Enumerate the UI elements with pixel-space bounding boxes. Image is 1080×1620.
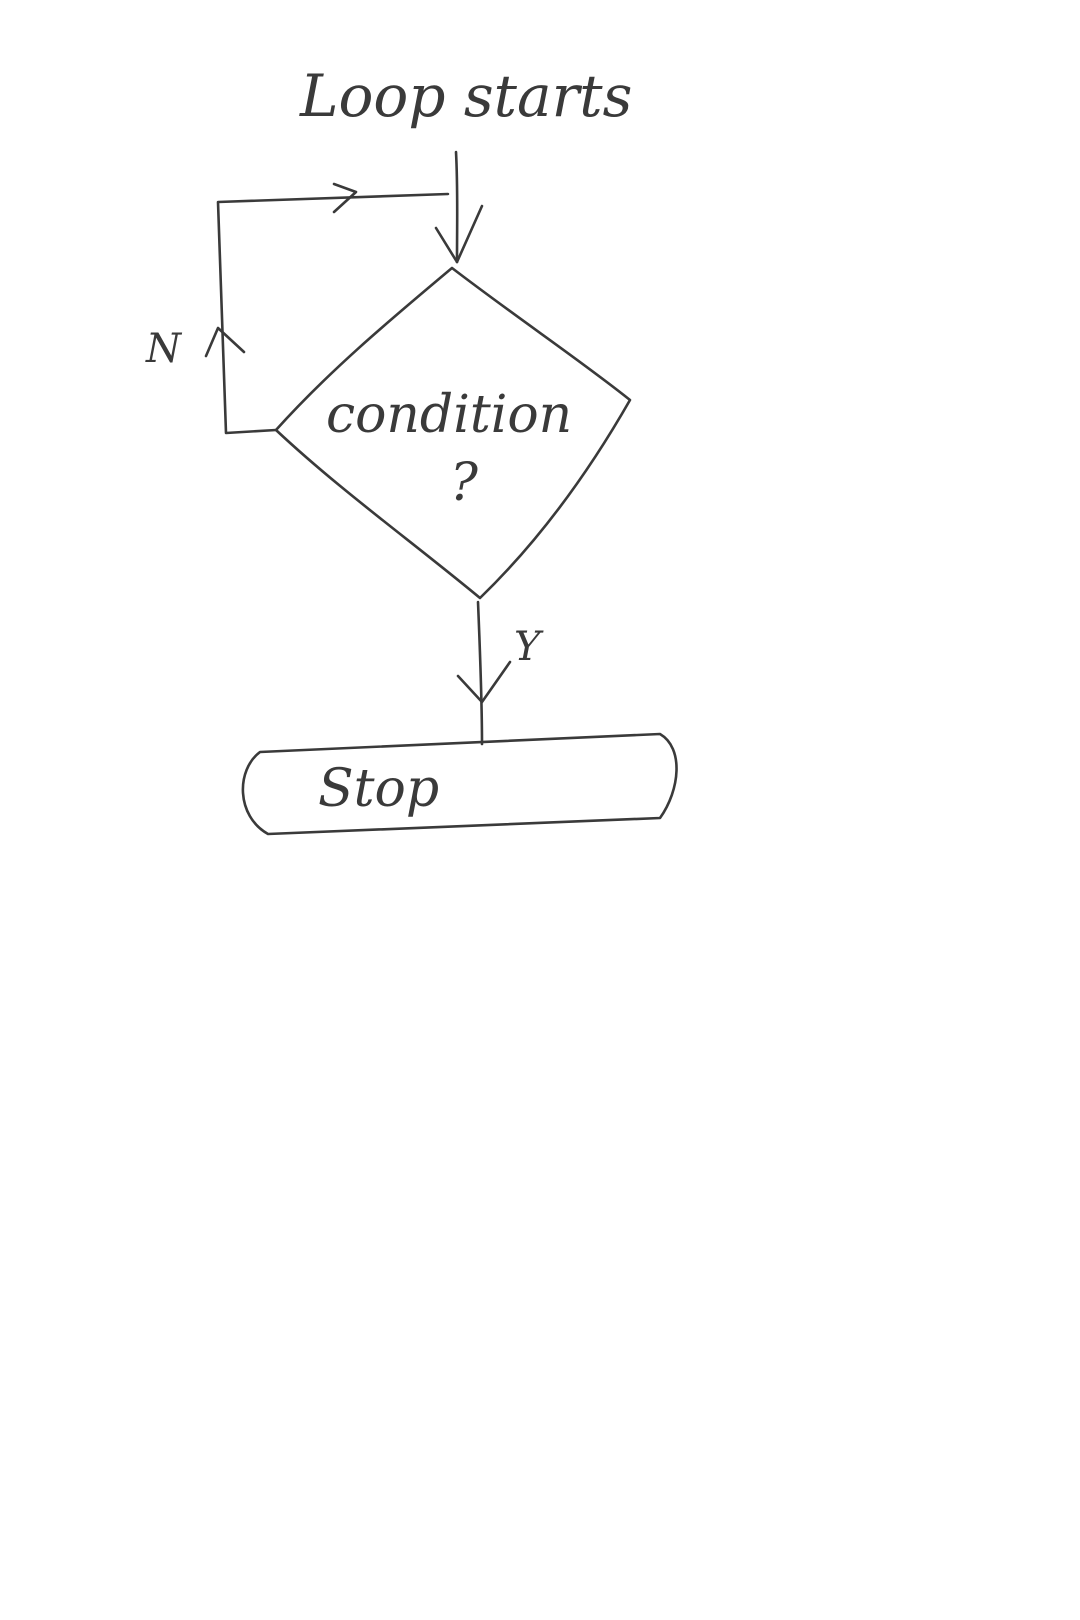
decision-label: condition <box>326 385 572 445</box>
stop-terminator <box>241 732 678 836</box>
no-loop-path <box>204 182 450 435</box>
no-label: N <box>145 326 183 372</box>
yes-path-arrow <box>456 600 512 746</box>
start-to-decision-arrow <box>434 150 484 264</box>
stop-label: Stop <box>318 759 439 819</box>
start-label: Loop starts <box>299 62 632 130</box>
decision-diamond <box>274 266 632 600</box>
decision-question-mark: ? <box>450 453 479 513</box>
yes-label: Y <box>514 624 544 670</box>
